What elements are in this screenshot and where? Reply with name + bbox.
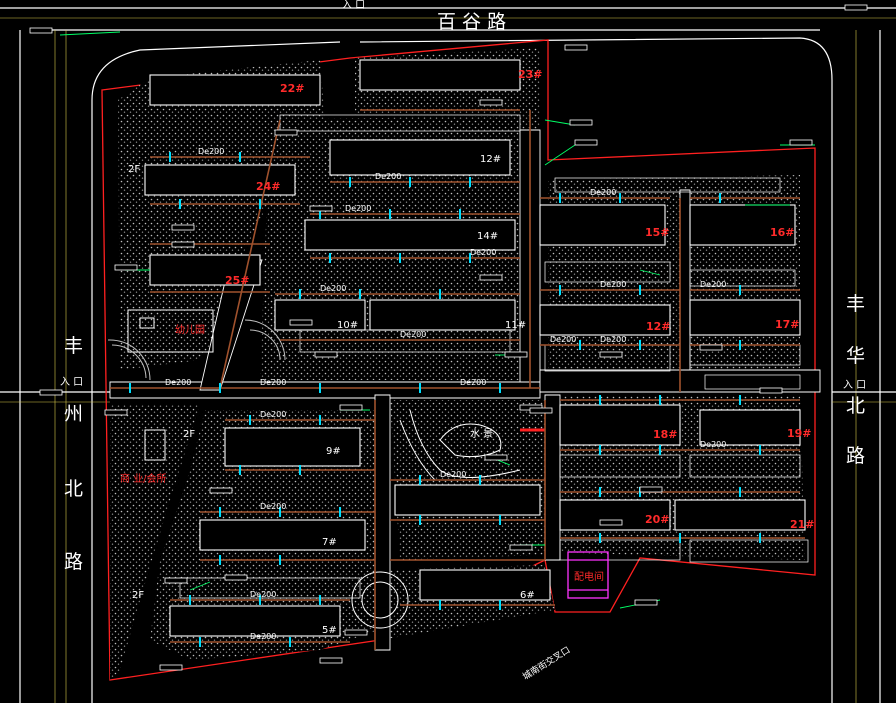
west-road-char-4: 路 (64, 551, 83, 573)
building-label: 9# (326, 446, 341, 457)
substation (567, 551, 609, 599)
building-label: 25# (225, 274, 250, 287)
south-east-road-name: 城南街交叉口 (520, 644, 572, 683)
pipe-junctions (129, 152, 761, 647)
waterscape-label: 水 景 (470, 428, 493, 440)
building-label: 23# (518, 68, 543, 81)
parking-strips (179, 114, 809, 599)
pipe-size-label: De200 (345, 204, 371, 213)
north-road-name: 百 谷 路 (437, 11, 506, 33)
pipe-size-label: De200 (198, 147, 224, 156)
building-label: 24# (256, 180, 281, 193)
building-label: 21# (790, 518, 815, 531)
pipe-size-label: De200 (700, 280, 726, 289)
facility-labels: 幼儿园 商 业/会所 水 景 配电间 2F 2F 2F (120, 164, 604, 601)
floor-label: 2F (128, 164, 140, 175)
building-label: 6# (520, 590, 535, 601)
building-label: 7# (322, 537, 337, 548)
building-label: 22# (280, 82, 305, 95)
building-label: 5# (322, 625, 337, 636)
east-road-char-2: 华 (846, 345, 865, 367)
pipe-size-label: De200 (250, 632, 276, 641)
pipe-size-labels: De200 De200 De200 De200 De200 De200 De20… (165, 147, 726, 641)
east-entrance-label: 入 口 (843, 380, 866, 391)
facility-blocks (107, 309, 286, 461)
building-label: 17# (775, 318, 800, 331)
building-label: 20# (645, 513, 670, 526)
clubhouse-label: 商 业/会所 (120, 472, 167, 485)
pipe-size-label: De200 (320, 284, 346, 293)
building-label: 12# (480, 154, 501, 165)
pipe-size-label: De200 (600, 335, 626, 344)
building-label: 15# (645, 226, 670, 239)
building-label: 10# (337, 320, 358, 331)
pipe-size-label: De200 (260, 502, 286, 511)
east-road-char-4: 路 (846, 445, 865, 467)
pipe-size-label: De200 (470, 248, 496, 257)
north-entrance-label: 入 口 (342, 0, 365, 11)
pipe-size-label: De200 (250, 590, 276, 599)
west-road-char-1: 丰 (64, 335, 83, 357)
water-feature (399, 409, 545, 481)
pipe-size-label: De200 (400, 330, 426, 339)
substation-label: 配电间 (574, 570, 604, 583)
building-label: 19# (787, 427, 812, 440)
pipe-size-label: De200 (460, 378, 486, 387)
callout-tag-boxes (29, 4, 868, 671)
west-road-char-3: 北 (64, 478, 83, 500)
pipe-size-label: De200 (165, 378, 191, 387)
west-entrance-label: 入 口 (60, 377, 83, 388)
building-label: 11# (505, 320, 526, 331)
east-road-char-1: 丰 (846, 293, 865, 315)
building-label: 14# (477, 231, 498, 242)
building-label: 18# (653, 428, 678, 441)
kindergarten-label: 幼儿园 (175, 323, 205, 336)
pipe-size-label: De200 (550, 335, 576, 344)
floor-label: 2F (132, 590, 144, 601)
roundabout (351, 571, 409, 629)
pipe-size-label: De200 (600, 280, 626, 289)
building-footprints (144, 59, 806, 637)
east-road-char-3: 北 (846, 395, 865, 417)
pipe-size-label: De200 (375, 172, 401, 181)
pipe-size-label: De200 (260, 378, 286, 387)
pipe-size-label: De200 (260, 410, 286, 419)
pipe-size-label: De200 (440, 470, 466, 479)
pipe-size-label: De200 (590, 188, 616, 197)
floor-label: 2F (183, 429, 195, 440)
building-numbers: 22# 23# 24# 25# 12# 14# 11# 15# 16# 17# … (225, 68, 815, 636)
building-label: 12# (646, 320, 671, 333)
west-road-char-2: 州 (64, 403, 83, 425)
entrance-labels: 入 口 入 口 入 口 (60, 0, 866, 391)
building-label: 16# (770, 226, 795, 239)
pipe-size-label: De200 (700, 440, 726, 449)
